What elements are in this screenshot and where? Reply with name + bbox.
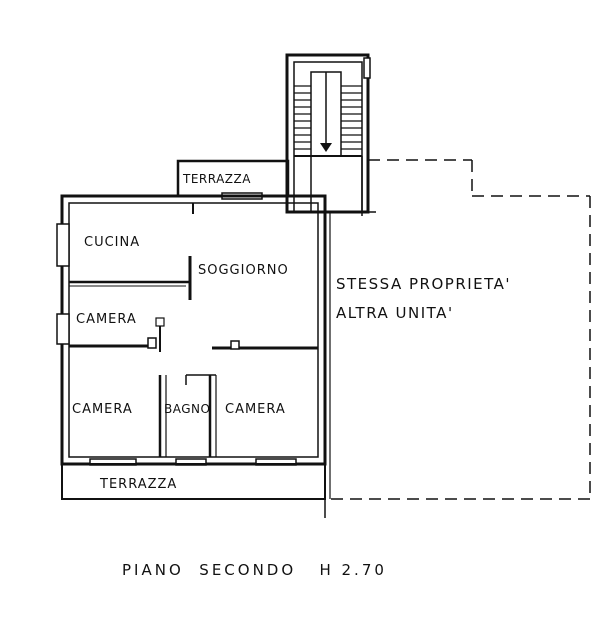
terrace-top-label: TERRAZZA bbox=[182, 172, 251, 186]
living-label: SOGGIORNO bbox=[198, 263, 289, 278]
bedroom-small-label: CAMERA bbox=[76, 312, 137, 327]
bathroom-label: BAGNO bbox=[164, 402, 210, 416]
terrace-bottom-label: TERRAZZA bbox=[99, 477, 177, 492]
stairwell bbox=[285, 53, 376, 216]
adjacent-unit-outline bbox=[330, 159, 591, 500]
plan-caption: PIANO SECONDO H 2.70 bbox=[122, 561, 387, 579]
stairwell-window bbox=[363, 57, 371, 79]
stair-arrow-icon bbox=[320, 143, 332, 152]
bedroom-right-label: CAMERA bbox=[225, 402, 286, 417]
kitchen-label: CUCINA bbox=[84, 235, 140, 250]
bedroom-left-label: CAMERA bbox=[72, 402, 133, 417]
apartment-walls bbox=[56, 159, 331, 518]
adjacent-unit-label-2: ALTRA UNITA' bbox=[336, 304, 454, 322]
camera-window bbox=[56, 313, 70, 345]
stairwell-inner bbox=[293, 61, 363, 213]
kitchen-window bbox=[56, 223, 70, 267]
adjacent-unit-label-1: STESSA PROPRIETA' bbox=[336, 275, 511, 293]
